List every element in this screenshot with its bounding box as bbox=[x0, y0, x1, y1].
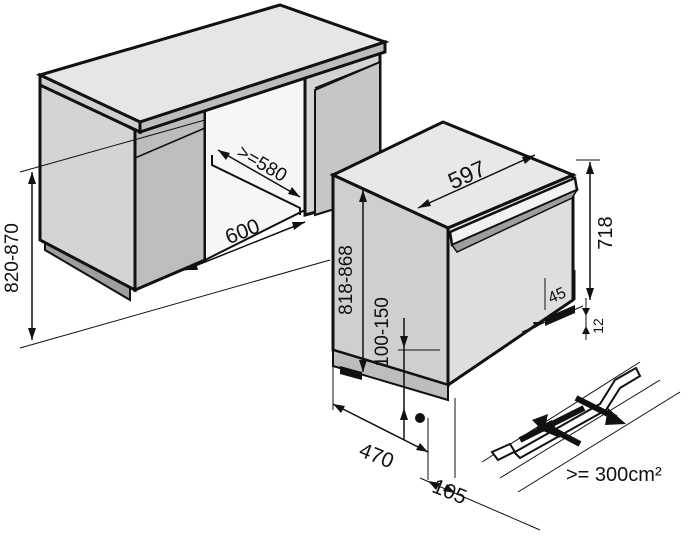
cabinet-height-dimension: 820-870 bbox=[2, 119, 331, 349]
ventilation-grille: >= 300cm² bbox=[481, 361, 681, 493]
foot-offset-label: 12 bbox=[590, 318, 606, 334]
foot-offset-dimension: 12 bbox=[582, 298, 606, 340]
appliance-body-height-dimension: 718 bbox=[576, 159, 617, 300]
appliance-depth-label: 470 bbox=[356, 439, 397, 473]
cabinet-height-label: 820-870 bbox=[2, 223, 23, 293]
plinth-setback-label: 105 bbox=[429, 475, 470, 509]
niche-width-dimension: 600 bbox=[184, 215, 306, 271]
appliance-body-height-label: 718 bbox=[595, 216, 617, 249]
handle-gap-label: 45 bbox=[546, 284, 569, 307]
handle-gap-dimension: 45 bbox=[521, 270, 584, 333]
worktop-side-edge bbox=[138, 39, 387, 135]
appliance-height-dimension: 818-868 bbox=[336, 190, 367, 372]
airflow-arrow-out bbox=[532, 395, 626, 447]
appliance-height-label: 818-868 bbox=[336, 245, 357, 315]
ventilation-area-label: >= 300cm² bbox=[566, 464, 662, 486]
appliance-foot-left bbox=[340, 366, 362, 380]
plinth-height-dimension: 100-150 bbox=[372, 297, 440, 440]
appliance-foot-front bbox=[415, 413, 425, 423]
plinth-height-label: 100-150 bbox=[372, 297, 393, 367]
appliance bbox=[329, 120, 579, 423]
